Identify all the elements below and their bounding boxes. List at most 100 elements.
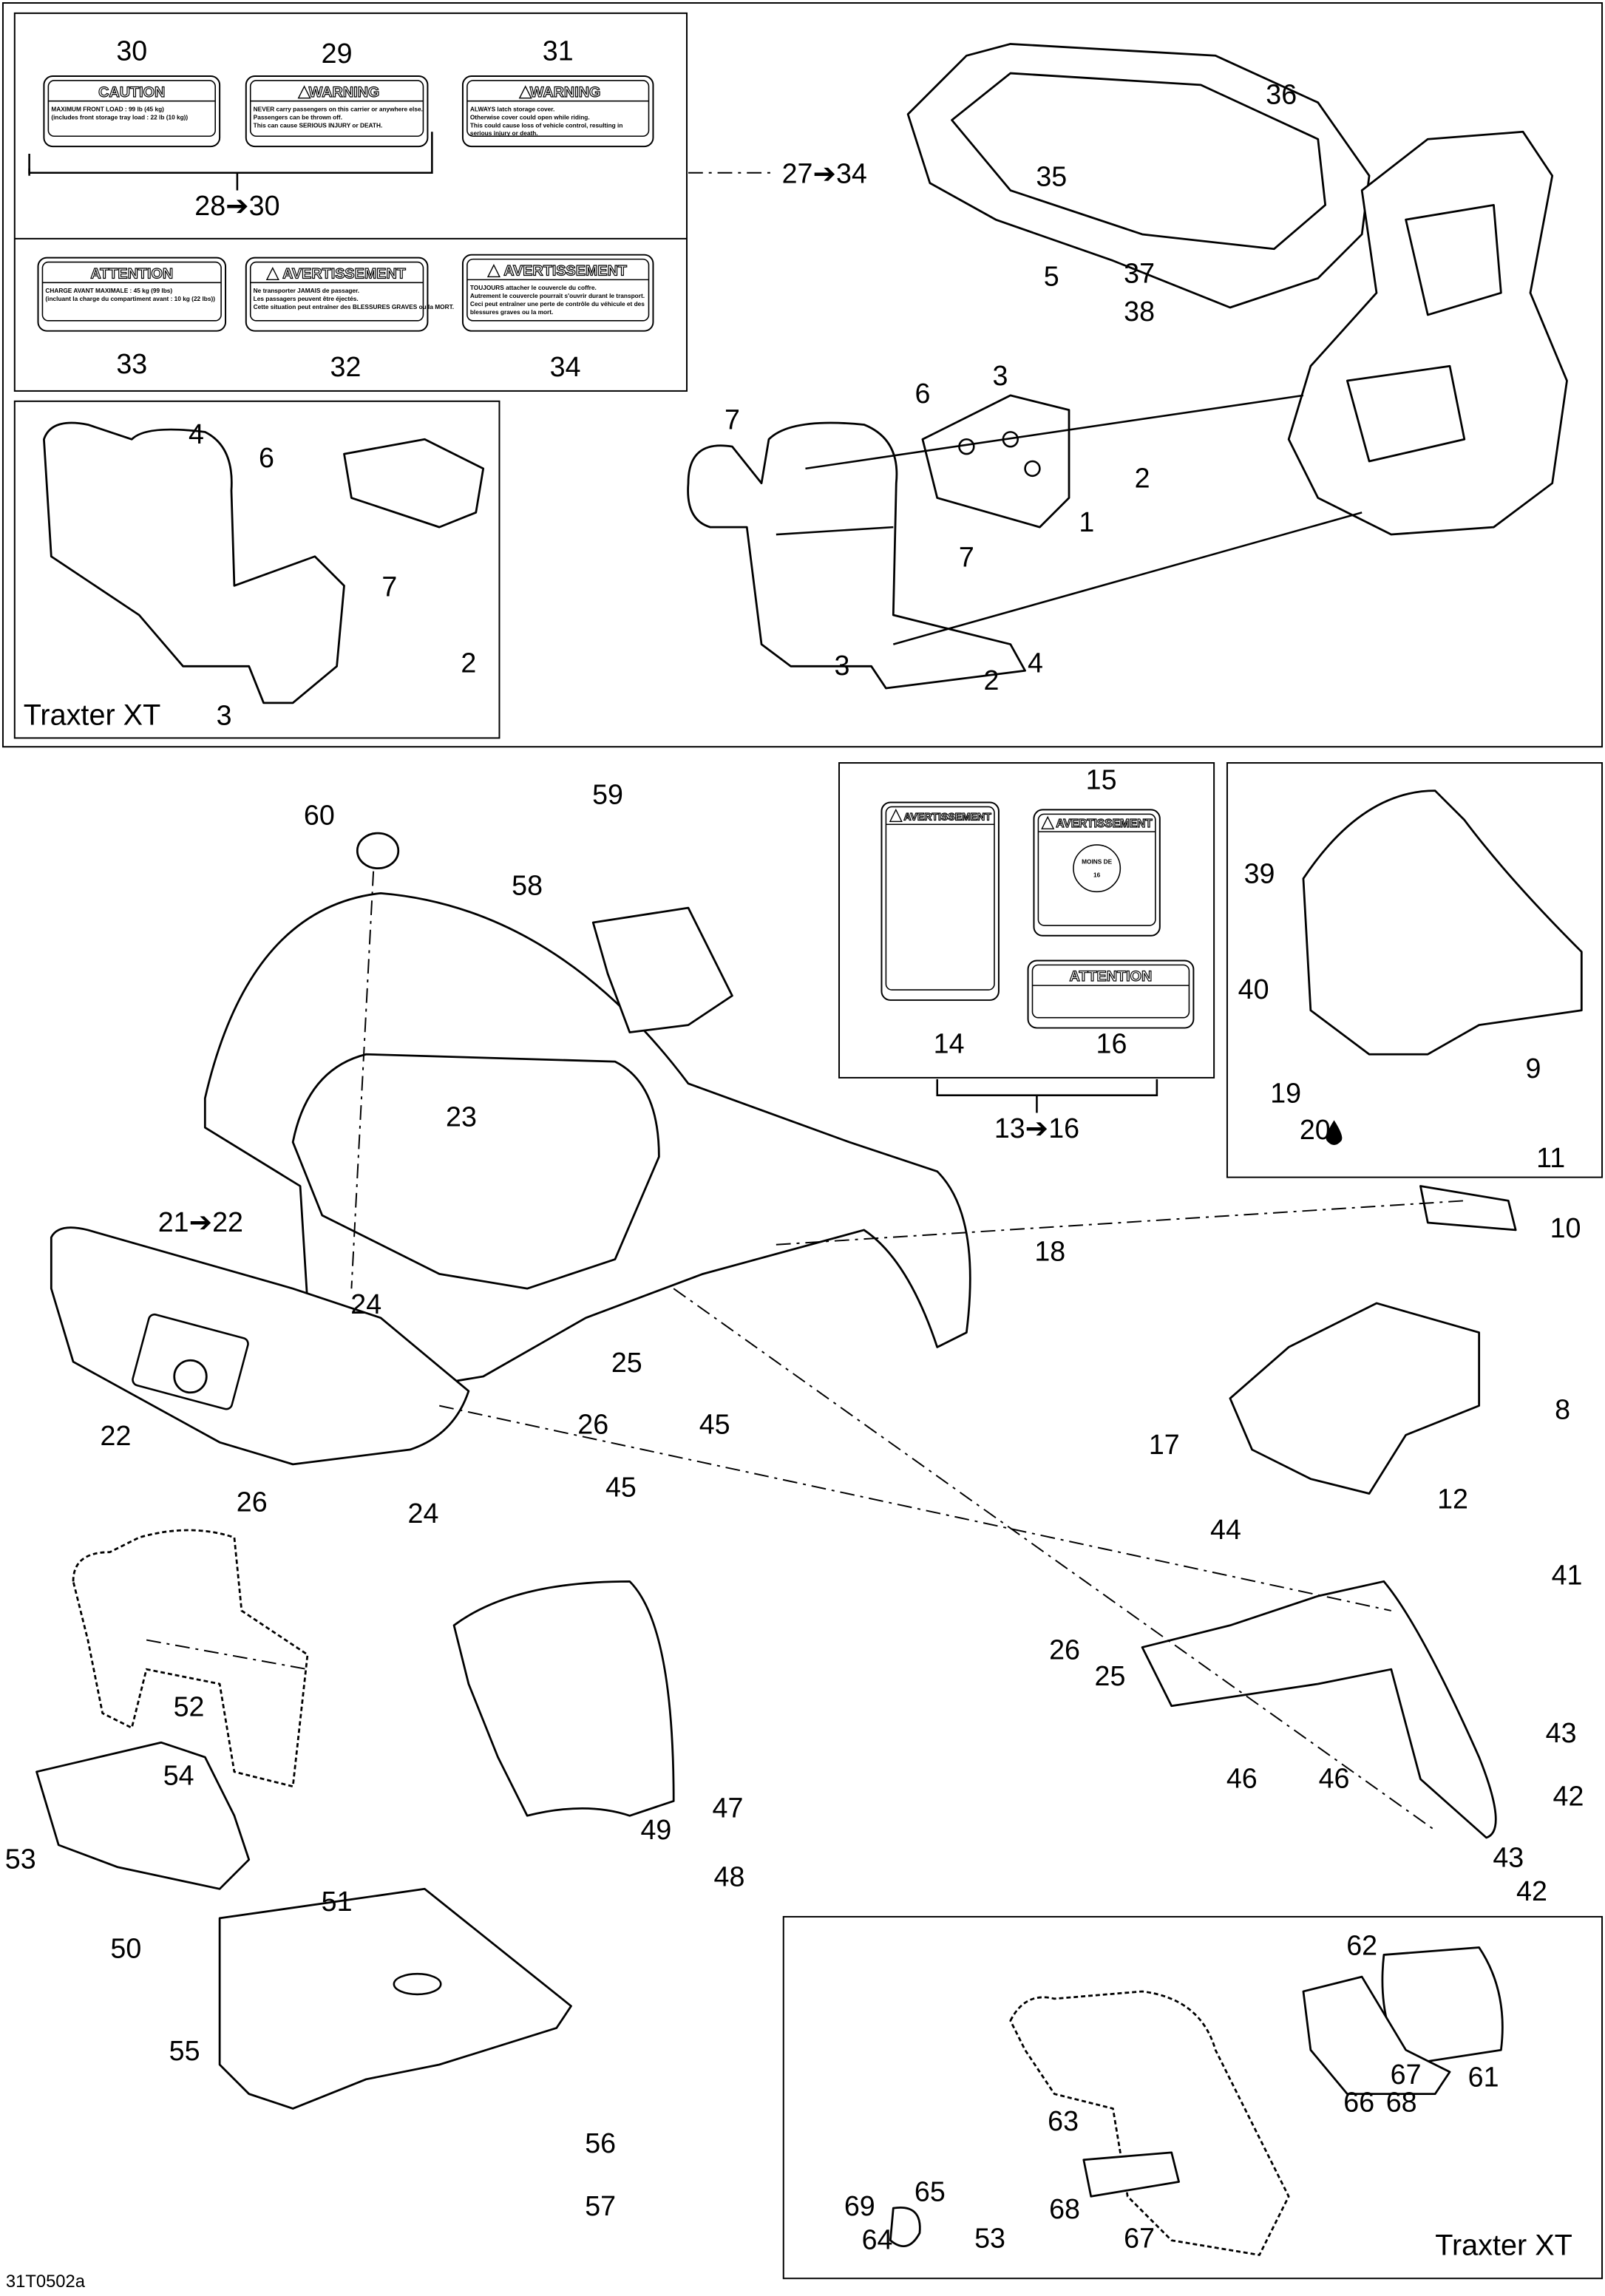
drawing-code: 31T0502a bbox=[6, 2272, 86, 2292]
traxter-xt-winch-inset-frame bbox=[782, 1915, 1604, 2280]
skid-plate-55 bbox=[218, 1887, 572, 2110]
decal-line: Autrement le couvercle pourrait s'ouvrir… bbox=[470, 292, 645, 299]
callout-2: 2 bbox=[1135, 463, 1150, 494]
bumper-winch-inset bbox=[1009, 1990, 1290, 2256]
winch-62 bbox=[1381, 1946, 1504, 2066]
callout-39: 39 bbox=[1244, 858, 1275, 889]
callout-57: 57 bbox=[585, 2190, 616, 2221]
callout-64: 64 bbox=[862, 2224, 893, 2255]
callout-2: 2 bbox=[461, 647, 476, 678]
decal-line: Cette situation peut entraîner des BLESS… bbox=[254, 303, 454, 310]
warning-triangle-icon bbox=[1041, 815, 1055, 829]
callout-41: 41 bbox=[1552, 1559, 1583, 1590]
callout-16: 16 bbox=[1096, 1028, 1127, 1059]
side-panel-39 bbox=[1302, 789, 1583, 1056]
decal-line: This could cause loss of vehicle control… bbox=[470, 121, 623, 129]
callout-3: 3 bbox=[992, 360, 1008, 391]
callout-37: 37 bbox=[1124, 257, 1155, 288]
decal-16: ATTENTION bbox=[1027, 960, 1195, 1029]
traxter-xt-bumper bbox=[43, 421, 345, 704]
callout-36: 36 bbox=[1266, 79, 1297, 110]
callout-44: 44 bbox=[1210, 1514, 1241, 1545]
callout-12: 12 bbox=[1437, 1483, 1468, 1514]
winch-plate-61 bbox=[1302, 1975, 1451, 2096]
decal-title: WARNING bbox=[530, 84, 601, 101]
callout-6: 6 bbox=[915, 378, 930, 409]
callout-26: 26 bbox=[1049, 1634, 1080, 1665]
callout-27-to-34: 27➔34 bbox=[782, 158, 867, 189]
emblem-22 bbox=[173, 1359, 208, 1394]
callout-47: 47 bbox=[713, 1792, 744, 1823]
callout-7: 7 bbox=[725, 404, 740, 435]
warning-triangle-icon bbox=[518, 85, 532, 99]
bumper-bracket bbox=[921, 394, 1070, 529]
decal-line: Ceci peut entraîner une perte de contrôl… bbox=[470, 300, 645, 308]
storage-compartment bbox=[291, 1053, 660, 1290]
inner-fender-41 bbox=[1141, 1580, 1497, 1839]
parts bbox=[35, 43, 1583, 2256]
decal-line: This can cause SERIOUS INJURY or DEATH. bbox=[254, 121, 383, 129]
callout-61: 61 bbox=[1468, 2062, 1499, 2093]
front-bumper-dotted bbox=[72, 1529, 309, 1788]
bracket-58 bbox=[591, 906, 733, 1033]
callout-20: 20 bbox=[1300, 1114, 1331, 1145]
callout-25: 25 bbox=[1095, 1660, 1126, 1691]
decal-line: Otherwise cover could open while riding. bbox=[470, 113, 590, 120]
decal-title: ATTENTION bbox=[1070, 968, 1153, 985]
callout-2: 2 bbox=[984, 665, 1000, 696]
callout-21-to-22: 21➔22 bbox=[158, 1206, 243, 1237]
callout-35: 35 bbox=[1036, 161, 1067, 192]
callout-56: 56 bbox=[585, 2127, 616, 2159]
splash-guard-47 bbox=[452, 1580, 675, 1817]
callout-58: 58 bbox=[512, 869, 543, 900]
cap-60 bbox=[356, 832, 400, 870]
callout-10: 10 bbox=[1550, 1212, 1581, 1243]
callout-24: 24 bbox=[408, 1498, 439, 1529]
callout-28-to-30: 28➔30 bbox=[194, 190, 279, 221]
callout-5: 5 bbox=[1044, 260, 1059, 291]
callout-1: 1 bbox=[1079, 506, 1094, 537]
callout-51: 51 bbox=[322, 1886, 353, 1917]
footwell-8 bbox=[1229, 1302, 1481, 1495]
callout-65: 65 bbox=[915, 2176, 946, 2207]
callout-11: 11 bbox=[1536, 1142, 1565, 1173]
decal-line: ALWAYS latch storage cover. bbox=[470, 106, 555, 113]
callout-3: 3 bbox=[217, 700, 232, 731]
callout-23: 23 bbox=[446, 1101, 477, 1132]
decal-title: AVERTISSEMENT bbox=[282, 265, 406, 282]
callout-50: 50 bbox=[110, 1932, 141, 1963]
fairlead-63 bbox=[1082, 2151, 1180, 2198]
warning-triangle-icon bbox=[889, 808, 903, 822]
decal-panel-13-16-frame bbox=[838, 762, 1215, 1079]
decal-line: NEVER carry passengers on this carrier o… bbox=[254, 106, 423, 113]
decal-line: Passengers can be thrown off. bbox=[254, 113, 342, 120]
callout-9: 9 bbox=[1525, 1053, 1541, 1084]
callout-46: 46 bbox=[1226, 1763, 1258, 1794]
callout-53: 53 bbox=[5, 1844, 36, 1875]
warning-triangle-icon bbox=[297, 85, 311, 99]
decal-title: AVERTISSEMENT bbox=[503, 262, 627, 279]
callout-68: 68 bbox=[1049, 2193, 1080, 2224]
top-section-frame bbox=[1, 1, 1604, 748]
callout-34: 34 bbox=[550, 351, 581, 382]
callout-69: 69 bbox=[844, 2190, 875, 2221]
callout-43: 43 bbox=[1493, 1842, 1524, 1873]
callout-13-to-16: 13➔16 bbox=[994, 1113, 1079, 1144]
callout-55: 55 bbox=[169, 2035, 200, 2066]
decal-line: (incluant la charge du compartiment avan… bbox=[45, 295, 215, 302]
callout-66: 66 bbox=[1343, 2086, 1374, 2117]
no-under-16-icon bbox=[1073, 844, 1122, 893]
callout-43: 43 bbox=[1546, 1717, 1577, 1748]
decal-31: WARNING ALWAYS latch storage cover.Otherw… bbox=[461, 75, 654, 148]
decal-title: AVERTISSEMENT bbox=[903, 810, 991, 822]
traxter-xt-inset-frame bbox=[13, 400, 500, 739]
decal-line: (includes front storage tray load : 22 l… bbox=[51, 113, 188, 120]
callout-19: 19 bbox=[1270, 1078, 1301, 1109]
callout-67: 67 bbox=[1391, 2059, 1422, 2090]
callout-68: 68 bbox=[1386, 2086, 1417, 2117]
decal-line: 16 bbox=[1093, 872, 1101, 879]
